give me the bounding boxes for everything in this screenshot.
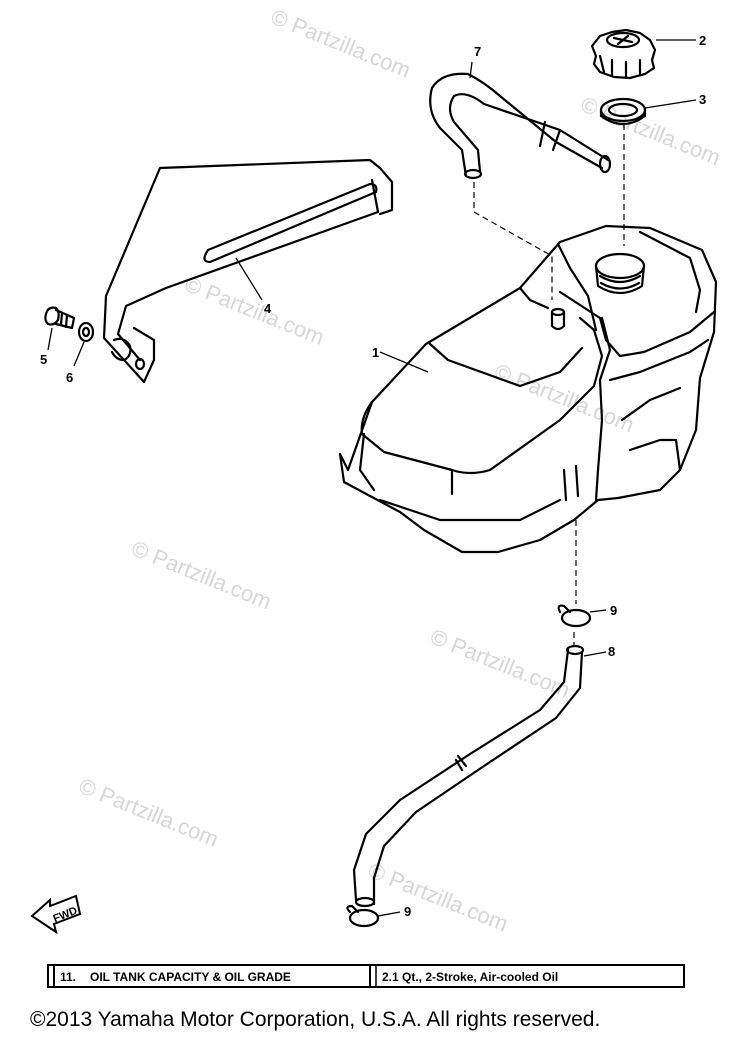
oil-feed-hose (352, 644, 585, 908)
watermark: © Partzilla.com (128, 536, 275, 615)
copyright-notice: ©2013 Yamaha Motor Corporation, U.S.A. A… (30, 1008, 601, 1031)
watermark-layer: © Partzilla.com © Partzilla.com © Partzi… (75, 4, 724, 937)
spec-table: 11. OIL TANK CAPACITY & OIL GRADE 2.1 Qt… (47, 964, 685, 988)
part-label: 8 (608, 644, 615, 659)
spec-item-label: OIL TANK CAPACITY & OIL GRADE (90, 970, 291, 984)
breather-hose (429, 72, 612, 180)
part-label: 5 (40, 352, 47, 367)
part-label: 6 (66, 370, 73, 385)
part-label: 9 (610, 603, 617, 618)
watermark: © Partzilla.com (181, 271, 328, 350)
spec-item-value: 2.1 Qt., 2-Stroke, Air-cooled Oil (382, 970, 558, 984)
part-label: 2 (699, 33, 706, 48)
seal-ring (599, 97, 647, 126)
washer (77, 321, 95, 343)
watermark: © Partzilla.com (267, 4, 414, 83)
assembly-lines (473, 124, 625, 646)
part-label: 3 (699, 92, 706, 107)
part-label: 7 (474, 44, 481, 59)
part-label: 9 (404, 904, 411, 919)
spec-item-number: 11. (60, 970, 76, 984)
watermark: © Partzilla.com (365, 858, 512, 937)
fwd-arrow-icon: FWD (30, 894, 82, 935)
watermark: © Partzilla.com (491, 359, 638, 438)
watermark: © Partzilla.com (427, 624, 574, 703)
mounting-bracket (102, 158, 394, 384)
bolt (44, 306, 76, 330)
leader-lines (47, 39, 697, 917)
part-label: 1 (372, 345, 379, 360)
hose-clip-lower (346, 904, 380, 928)
watermark: © Partzilla.com (75, 773, 222, 852)
part-label: 4 (264, 301, 272, 316)
oil-tank (338, 224, 718, 554)
hose-clip-upper (557, 604, 592, 628)
filler-cap (590, 28, 657, 80)
